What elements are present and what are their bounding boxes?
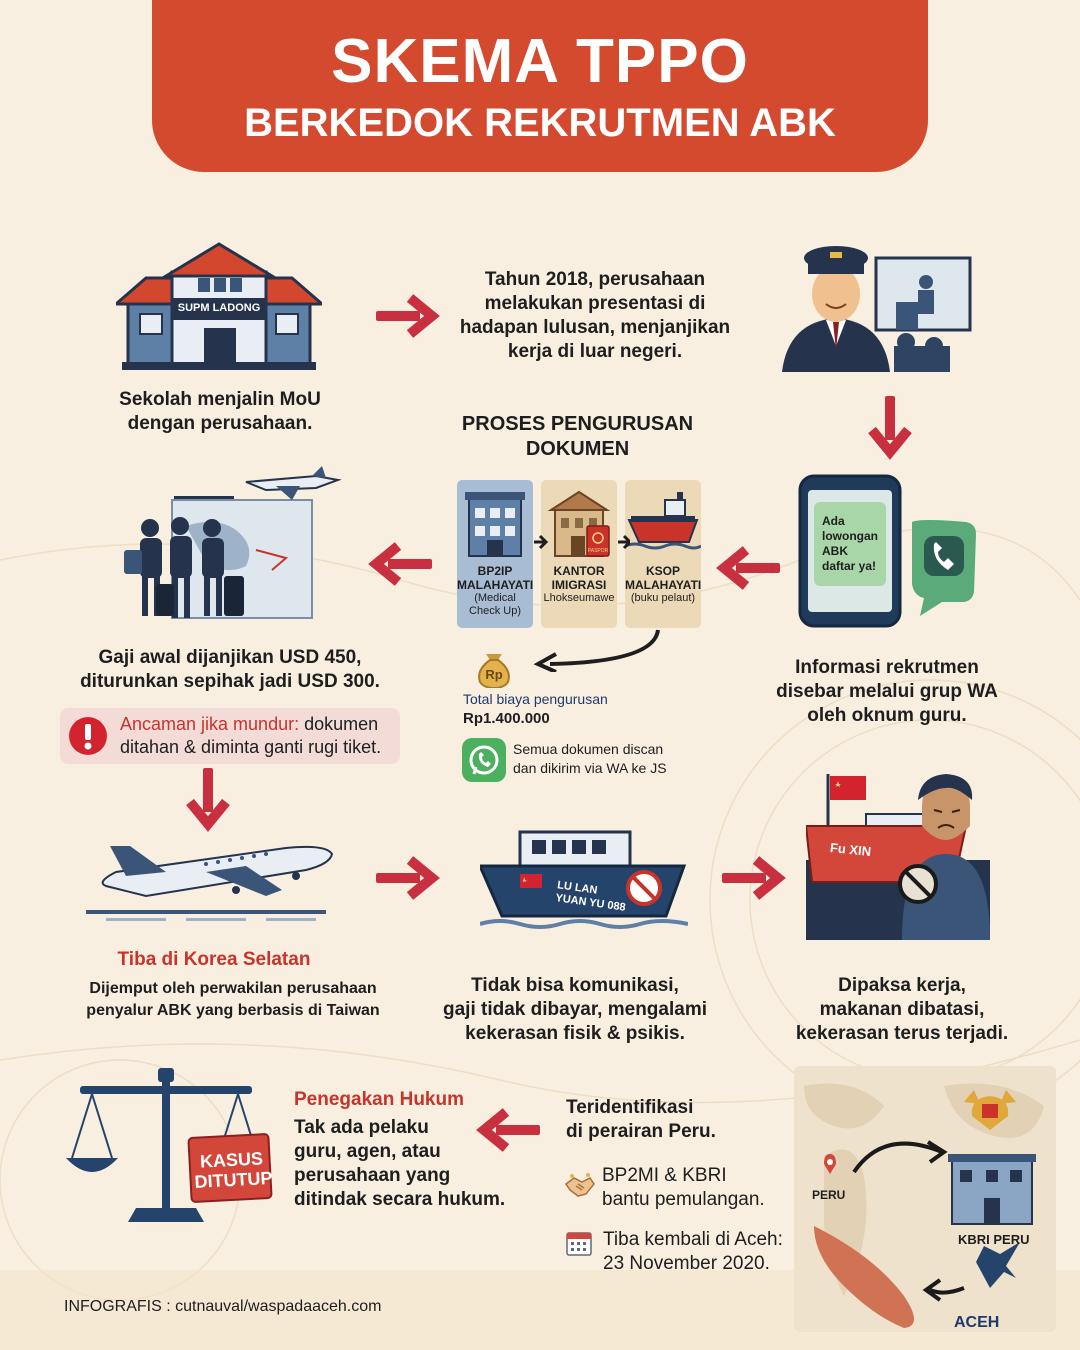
scan-text: Semua dokumen discan dan dikirim via WA …	[513, 741, 667, 776]
calendar-icon	[566, 1232, 592, 1256]
identified-text: Teridentifikasi di perairan Peru.	[566, 1097, 716, 1142]
salary-text: Gaji awal dijanjikan USD 450, diturunkan…	[80, 647, 380, 692]
cost-text: Total biaya pengurusan Rp1.400.000	[463, 691, 608, 727]
map-label-peru: PERU	[812, 1188, 846, 1202]
map-label-kbri: KBRI PERU	[958, 1232, 1030, 1247]
arrow-school-to-presentation	[376, 298, 432, 334]
law-heading: Penegakan Hukum	[294, 1089, 464, 1110]
return-route-map	[794, 1066, 1056, 1332]
handshake-icon	[564, 1173, 595, 1197]
officer-presenter-icon	[782, 246, 972, 372]
money-bag-icon: Rp	[478, 654, 510, 688]
wa-bubble-message: Ada lowongan ABK daftar ya!	[822, 514, 878, 573]
school-building-icon	[116, 242, 322, 370]
phone-whatsapp-icon	[798, 474, 976, 628]
arrow-plane-to-ship	[376, 860, 432, 896]
arrival-text: Dijemput oleh perwakilan perusahaan peny…	[86, 980, 380, 1019]
doc-card-imigrasi: PASPOR KANTOR IMIGRASI Lhokseumawe	[541, 480, 617, 628]
credit-text: INFOGRAFIS : cutnauval/waspadaaceh.com	[64, 1298, 382, 1315]
help-text: BP2MI & KBRI bantu pemulangan.	[602, 1165, 765, 1210]
arrow-ship-to-forced	[722, 860, 778, 896]
doc-card-ksop: KSOP MALAHAYATI (buku pelaut)	[624, 480, 702, 628]
doc-return-arrow	[533, 629, 660, 672]
arrival-heading: Tiba di Korea Selatan	[117, 949, 311, 970]
ship-text: Tidak bisa komunikasi, gaji tidak dibaya…	[443, 975, 707, 1044]
doc-card-bp2ip: BP2IP MALAHAYATI (Medical Check Up)	[457, 480, 533, 628]
doc-flow-arrows	[534, 534, 630, 550]
arrow-presentation-to-wa	[872, 396, 908, 452]
documents-title: PROSES PENGURUSAN DOKUMEN	[461, 413, 694, 460]
office-building-icon	[465, 492, 525, 557]
return-date-text: Tiba kembali di Aceh: 23 November 2020.	[603, 1229, 783, 1274]
school-sign: SUPM LADONG	[177, 302, 261, 314]
whatsapp-text: Informasi rekrutmen disebar melalui grup…	[776, 657, 998, 726]
ship-icon	[624, 492, 702, 550]
travelers-airplane-icon	[124, 466, 342, 619]
school-text: Sekolah menjalin MoU dengan perusahaan.	[119, 389, 321, 434]
rp-symbol: Rp	[485, 667, 502, 682]
fishing-ship-icon	[480, 830, 688, 929]
page-title: SKEMA TPPO	[331, 27, 749, 96]
justice-scale-icon	[66, 1068, 273, 1222]
immigration-office-icon: PASPOR	[547, 490, 611, 557]
forced-text: Dipaksa kerja, makanan dibatasi, kekeras…	[795, 975, 1009, 1044]
arrow-salary-to-plane	[190, 768, 226, 824]
passport-label: PASPOR	[588, 548, 609, 554]
arrow-docs-to-travel	[376, 546, 432, 582]
landing-airplane-icon	[86, 845, 334, 921]
presentation-text: Tahun 2018, perusahaan melakukan present…	[459, 269, 731, 362]
warning-icon	[69, 717, 107, 755]
arrow-wa-to-docs	[724, 550, 780, 586]
garuda-emblem-icon	[964, 1090, 1016, 1130]
map-label-aceh: ACEH	[954, 1314, 1000, 1331]
whatsapp-icon	[462, 738, 506, 782]
page-subtitle: BERKEDOK REKRUTMEN ABK	[244, 101, 836, 145]
case-closed-stamp: KASUS DITUTUP	[194, 1148, 273, 1192]
law-text: Tak ada pelaku guru, agen, atau perusaha…	[294, 1117, 506, 1210]
title-banner: SKEMA TPPO BERKEDOK REKRUTMEN ABK	[152, 0, 928, 172]
forced-labor-scene-icon	[806, 774, 990, 940]
